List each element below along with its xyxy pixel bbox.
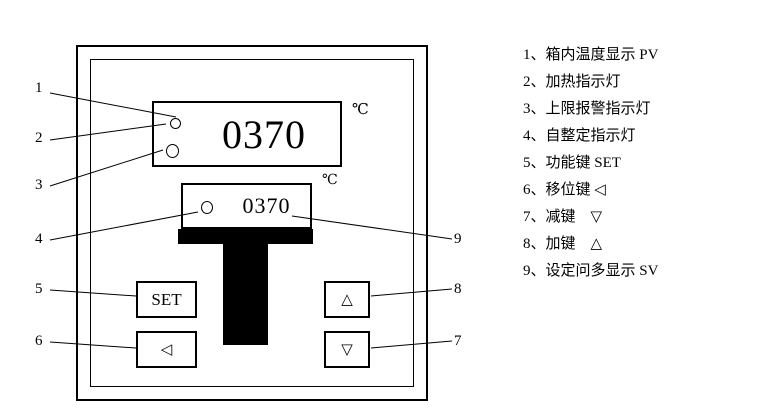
legend-item-2: 2、加热指示灯 (523, 74, 621, 90)
legend-item-9: 9、设定问多显示 SV (523, 263, 659, 279)
pv-value: 0370 (222, 111, 306, 157)
callout-6: 6 (35, 333, 43, 349)
callout-5: 5 (35, 281, 43, 297)
sv-unit-label: ℃ (322, 173, 338, 188)
alarm-indicator-icon (166, 144, 179, 158)
t-shape-bar (178, 229, 313, 244)
callout-2: 2 (35, 130, 43, 146)
autotune-indicator-icon (201, 201, 213, 214)
legend-item-6: 6、移位键 ◁ (523, 182, 606, 198)
pv-unit-label: ℃ (352, 102, 369, 118)
t-shape-stem (223, 244, 268, 345)
legend-item-4: 4、自整定指示灯 (523, 128, 636, 144)
callout-4: 4 (35, 231, 43, 247)
callout-3: 3 (35, 177, 43, 193)
legend-item-3: 3、上限报警指示灯 (523, 101, 651, 117)
set-button: SET (136, 281, 197, 318)
up-button: △ (324, 281, 370, 318)
sv-display: 0370 (181, 183, 312, 229)
pv-display: 0370 (152, 101, 342, 167)
legend-item-7: 7、减键 ▽ (523, 209, 603, 225)
heating-indicator-icon (170, 118, 181, 129)
down-button: ▽ (324, 331, 370, 368)
legend-item-1: 1、箱内温度显示 PV (523, 47, 659, 63)
legend-item-8: 8、加键 △ (523, 236, 603, 252)
legend: 1、箱内温度显示 PV 2、加热指示灯 3、上限报警指示灯 4、自整定指示灯 5… (523, 42, 768, 285)
legend-item-5: 5、功能键 SET (523, 155, 621, 171)
callout-7: 7 (454, 333, 462, 349)
callout-1: 1 (35, 80, 43, 96)
callout-9: 9 (454, 231, 462, 247)
sv-value: 0370 (242, 193, 291, 218)
shift-button: ◁ (136, 331, 197, 368)
callout-8: 8 (454, 281, 462, 297)
